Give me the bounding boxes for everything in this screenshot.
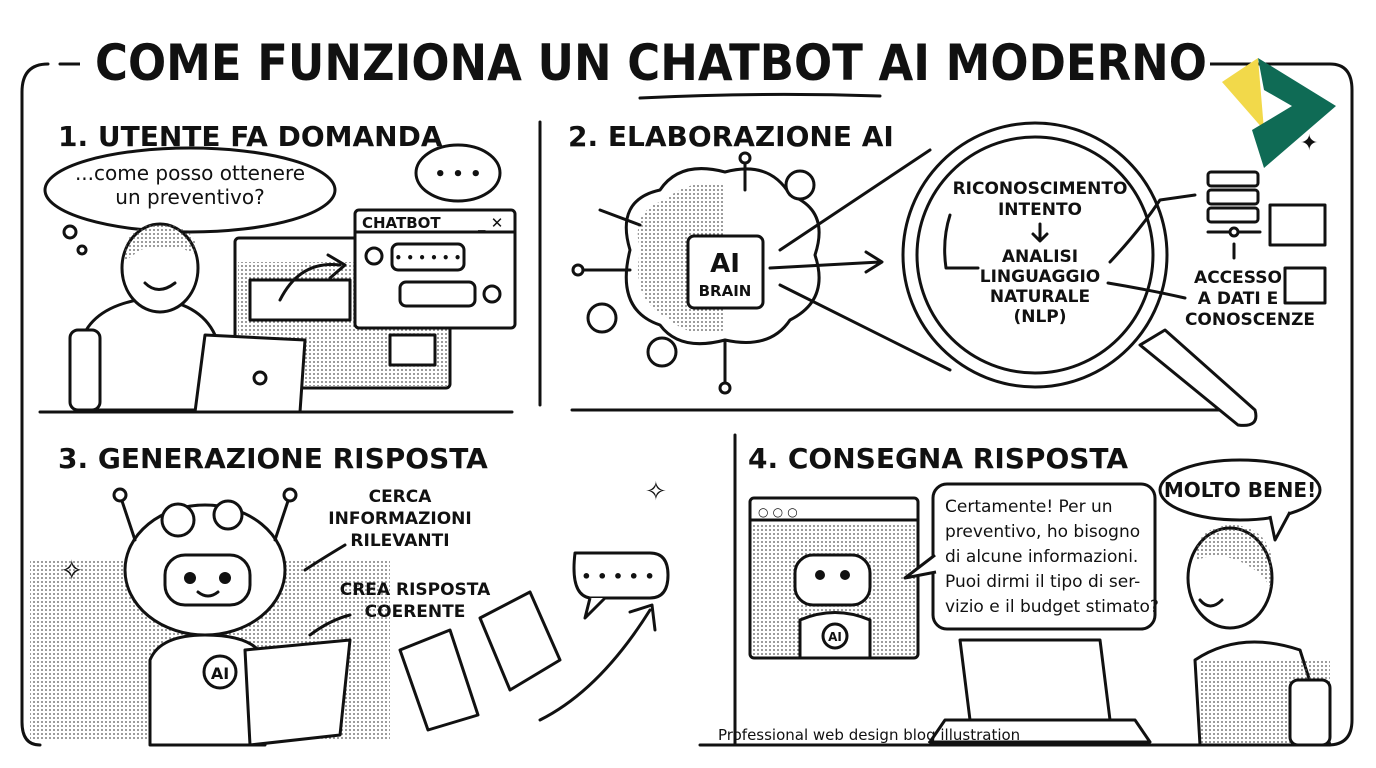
page-title: COME FUNZIONA UN CHATBOT AI MODERNO	[95, 34, 1207, 92]
gear-icon	[646, 336, 678, 368]
magnifier-icon	[901, 121, 1169, 389]
window-controls: _ ✕	[478, 214, 503, 232]
typing-bubble: • • •	[434, 164, 481, 185]
panel-user-question: 1. UTENTE FA DOMANDA • • • CHATBOT _ ✕ •…	[38, 120, 517, 414]
robot-ai-badge: AI	[211, 664, 229, 683]
book-icon	[1268, 203, 1327, 247]
panel-heading: 4. CONSEGNA RISPOSTA	[748, 442, 1128, 475]
caption: Professional web design blog illustratio…	[718, 726, 1020, 744]
gear-icon	[160, 502, 196, 538]
user-reply-bubble	[1158, 458, 1322, 522]
window-controls: ○ ○ ○	[758, 505, 798, 519]
laptop-icon	[193, 333, 307, 414]
title-underline	[638, 92, 882, 100]
panel-heading: 2. ELABORAZIONE AI	[568, 120, 894, 153]
gear-icon	[586, 302, 618, 334]
document-icon	[398, 628, 480, 732]
panel-heading: 1. UTENTE FA DOMANDA	[58, 120, 443, 153]
sparkle-icon: ✦	[1300, 131, 1318, 156]
book-icon	[1283, 266, 1327, 305]
gear-icon	[784, 169, 816, 201]
sparkle-icon: ✧	[60, 554, 83, 587]
laptop-icon	[958, 638, 1112, 722]
frame	[20, 62, 1354, 747]
document-icon	[478, 590, 562, 692]
robot-ai-badge: AI	[828, 630, 842, 644]
brand-logo	[1222, 58, 1336, 168]
tablet	[243, 638, 352, 747]
typing-bubble: • • • • •	[581, 567, 654, 586]
sparkle-icon: ✧	[645, 477, 667, 507]
user-reply-text: MOLTO BENE!	[1164, 478, 1316, 502]
gear-icon	[212, 499, 244, 531]
chat-typing: • • • • • •	[395, 251, 462, 265]
chatbot-window-title: CHATBOT	[362, 214, 441, 232]
server-icon	[1206, 170, 1262, 238]
panel-response-delivery: 4. CONSEGNA RISPOSTA ○ ○ ○ AI Certamente…	[748, 442, 1332, 747]
panel-heading: 3. GENERAZIONE RISPOSTA	[58, 442, 488, 475]
